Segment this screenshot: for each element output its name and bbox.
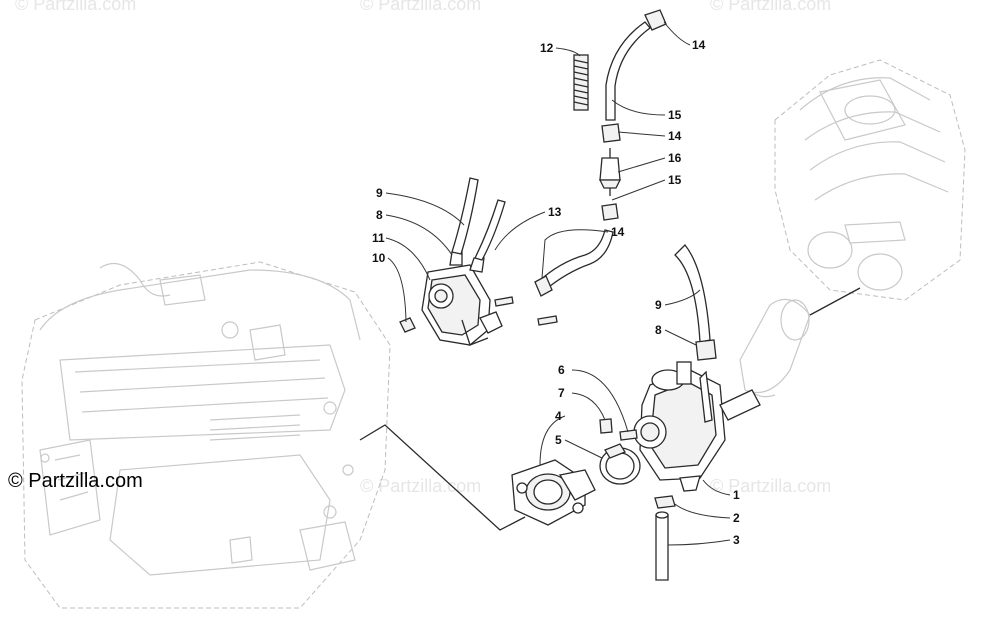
callout-label: 14 <box>611 225 625 239</box>
callout-label: 2 <box>733 511 740 525</box>
fuel-hose-15-upper <box>605 21 651 121</box>
callout-label: 11 <box>372 231 385 245</box>
callout-label: 10 <box>372 251 386 265</box>
engine-ghost-drawing <box>21 261 391 609</box>
watermark: © Partzilla.com <box>360 476 481 496</box>
watermark: © Partzilla.com <box>710 476 831 496</box>
clamp-14-upper <box>601 123 621 143</box>
callout-label: 8 <box>655 323 662 337</box>
fuel-filter <box>598 148 622 196</box>
callout-label: 12 <box>540 41 554 55</box>
callout-label: 8 <box>376 208 383 222</box>
callout-label: 16 <box>668 151 682 165</box>
drain-tube-end <box>655 511 669 519</box>
callout-label: 13 <box>548 205 562 219</box>
intake-flange-4 <box>511 459 596 526</box>
callout-label: 14 <box>692 38 706 52</box>
watermark: © Partzilla.com <box>15 0 136 14</box>
callout-label: 1 <box>733 488 740 502</box>
callout-label: 15 <box>668 173 682 187</box>
leader-lines <box>385 21 731 546</box>
watermark: © Partzilla.com <box>360 0 481 14</box>
callout-label: 4 <box>555 409 562 423</box>
screw-6 <box>619 429 638 441</box>
clamp-5 <box>599 443 641 485</box>
spring-12 <box>573 54 589 111</box>
callout-label: 6 <box>558 363 565 377</box>
callout-label: 7 <box>558 386 565 400</box>
callout-label: 14 <box>668 129 682 143</box>
pump-vent-hose-13 <box>474 199 506 261</box>
watermark: © Partzilla.com <box>710 0 831 14</box>
jet-2 <box>654 495 676 509</box>
callout-label: 5 <box>555 433 562 447</box>
bushing-7 <box>599 418 613 434</box>
callout-labels: 12 14 15 14 16 15 9 8 13 11 14 10 9 8 6 … <box>372 38 740 547</box>
airbox-ghost-drawing <box>774 59 966 301</box>
copyright-notice: © Partzilla.com <box>8 470 143 492</box>
carburetor <box>633 361 761 492</box>
carb-clamp-8 <box>695 339 717 361</box>
callout-label: 9 <box>655 298 662 312</box>
intake-boot <box>739 287 861 398</box>
fuel-pump <box>399 249 558 346</box>
callout-label: 3 <box>733 533 740 547</box>
engine-leader-line <box>359 424 526 531</box>
pump-hose-9 <box>451 177 479 255</box>
callout-label: 15 <box>668 108 682 122</box>
callout-label: 9 <box>376 186 383 200</box>
carb-hose-9 <box>674 244 711 343</box>
drain-tube-3 <box>655 514 669 581</box>
clamp-14-mid <box>601 203 619 221</box>
fuel-hose-15-lower <box>537 229 614 291</box>
